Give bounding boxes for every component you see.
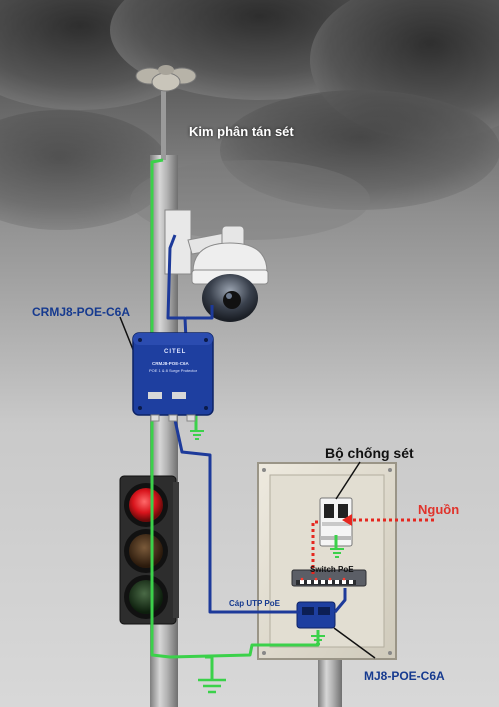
switch-poe-label: Switch PoE <box>310 565 354 574</box>
crmj8-subtitle-text: POE 1 & 8 Surge Protector <box>149 368 198 373</box>
surge-device-label: Bộ chống sét <box>325 445 414 461</box>
crmj8-model-text: CRMJ8-POE-C6A <box>152 361 189 366</box>
lightning-rod-label: Kim phân tán sét <box>189 124 294 139</box>
electrical-cabinet <box>257 462 397 660</box>
dome-camera <box>191 242 269 322</box>
cabinet-pole <box>318 655 342 707</box>
crmj8-label: CRMJ8-POE-C6A <box>32 305 131 319</box>
mj8-protector <box>296 601 336 629</box>
ground-symbol-breaker <box>330 548 344 558</box>
power-arrow <box>342 514 352 526</box>
power-label: Nguồn <box>418 502 460 517</box>
crmj8-brand-text: CITEL <box>164 349 187 355</box>
lightning-rod-mast <box>161 90 166 160</box>
utp-cable-label: Cáp UTP PoE <box>229 599 280 608</box>
mj8-label: MJ8-POE-C6A <box>364 669 445 683</box>
utp-poe-cable <box>166 234 347 614</box>
crmj8-device <box>132 332 214 422</box>
ground-symbol-crmj8 <box>190 430 204 440</box>
lightning-rod-head <box>135 65 197 92</box>
ground-symbol-mj8 <box>311 635 325 645</box>
ground-symbol-pole <box>198 678 226 694</box>
power-wire <box>311 518 434 575</box>
poe-switch <box>291 569 367 587</box>
traffic-light <box>119 475 179 625</box>
